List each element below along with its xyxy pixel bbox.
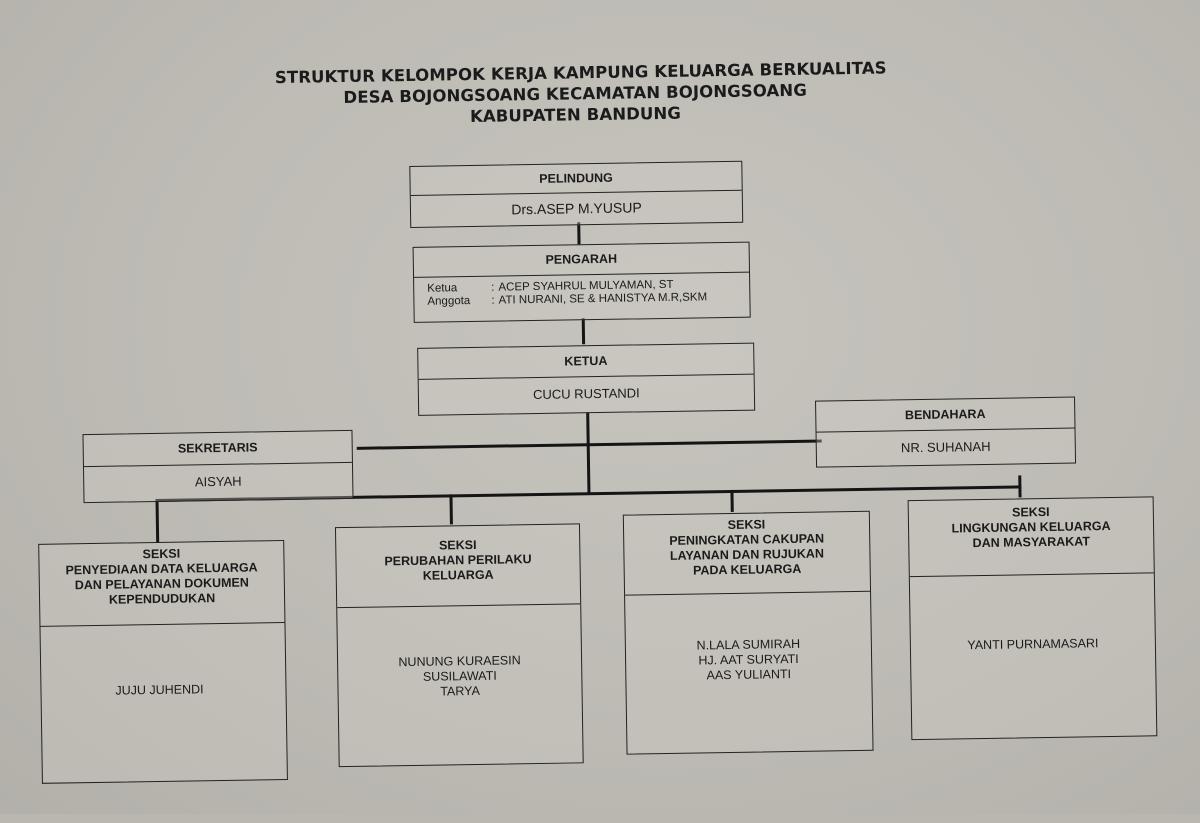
seksi-title: SEKSI PENINGKATAN CAKUPAN LAYANAN DAN RU… [623, 511, 871, 596]
seksi-members: JUJU JUHENDI [40, 623, 285, 700]
seksi-title-line: KELUARGA [422, 567, 494, 583]
seksi-title: SEKSI PERUBAHAN PERILAKU KELUARGA [335, 524, 581, 609]
connector-seksi-1 [155, 498, 160, 543]
connector-ketua-trunk [586, 412, 591, 495]
seksi-members: YANTI PURNAMASARI [910, 573, 1155, 654]
seksi-member: AAS YULIANTI [706, 667, 792, 683]
pengarah-label: Anggota [427, 295, 471, 308]
seksi-box-2: SEKSI PERUBAHAN PERILAKU KELUARGA NUNUNG… [334, 523, 584, 768]
seksi-box-3: SEKSI PENINGKATAN CAKUPAN LAYANAN DAN RU… [622, 510, 874, 755]
pelindung-name: Drs.ASEP M.YUSUP [511, 199, 642, 218]
pelindung-box: PELINDUNG Drs.ASEP M.YUSUP [409, 160, 744, 228]
pengarah-members: Ketua : ACEP SYAHRUL MULYAMAN, ST Anggot… [414, 273, 749, 309]
pengarah-box: PENGARAH Ketua : ACEP SYAHRUL MULYAMAN, … [412, 241, 751, 323]
pengarah-name: ATI NURANI, SE & HANISTYA M.R,SKM [498, 291, 708, 307]
connector-seksi-2 [449, 494, 453, 525]
connector-seksi-4 [1018, 475, 1022, 498]
ketua-name: CUCU RUSTANDI [532, 385, 640, 403]
seksi-member: TARYA [440, 683, 480, 699]
sekretaris-name: AISYAH [194, 473, 242, 490]
seksi-member: JUJU JUHENDI [115, 682, 204, 698]
seksi-box-1: SEKSI PENYEDIAAN DATA KELUARGA DAN PELAY… [38, 539, 288, 784]
bendahara-role: BENDAHARA [816, 397, 1075, 433]
seksi-box-4: SEKSI LINGKUNGAN KELUARGA DAN MASYARAKAT… [907, 496, 1158, 741]
seksi-title-line: DAN MASYARAKAT [972, 534, 1091, 551]
ketua-box: KETUA CUCU RUSTANDI [417, 342, 756, 416]
pengarah-label: Ketua [427, 282, 458, 295]
connector-seksi-3 [730, 489, 734, 512]
connector-pelindung-pengarah [577, 222, 581, 245]
seksi-title-line: PADA KELUARGA [692, 561, 802, 578]
seksi-members: N.LALA SUMIRAH HJ. AAT SURYATI AAS YULIA… [625, 592, 871, 685]
bendahara-name: NR. SUHANAH [900, 438, 991, 456]
seksi-members: NUNUNG KURAESIN SUSILAWATI TARYA [337, 604, 581, 701]
seksi-title: SEKSI PENYEDIAAN DATA KELUARGA DAN PELAY… [39, 540, 285, 627]
sekretaris-role: SEKRETARIS [83, 430, 352, 468]
pengarah-separator: : [491, 294, 495, 307]
seksi-member: YANTI PURNAMASARI [967, 636, 1099, 653]
connector-pengarah-ketua [581, 318, 586, 345]
seksi-title: SEKSI LINGKUNGAN KELUARGA DAN MASYARAKAT [908, 497, 1154, 578]
sekretaris-box: SEKRETARIS AISYAH [82, 429, 354, 504]
bendahara-box: BENDAHARA NR. SUHANAH [815, 396, 1077, 468]
pengarah-separator: : [491, 281, 495, 294]
document-title: STRUKTUR KELOMPOK KERJA KAMPUNG KELUARGA… [275, 58, 887, 130]
